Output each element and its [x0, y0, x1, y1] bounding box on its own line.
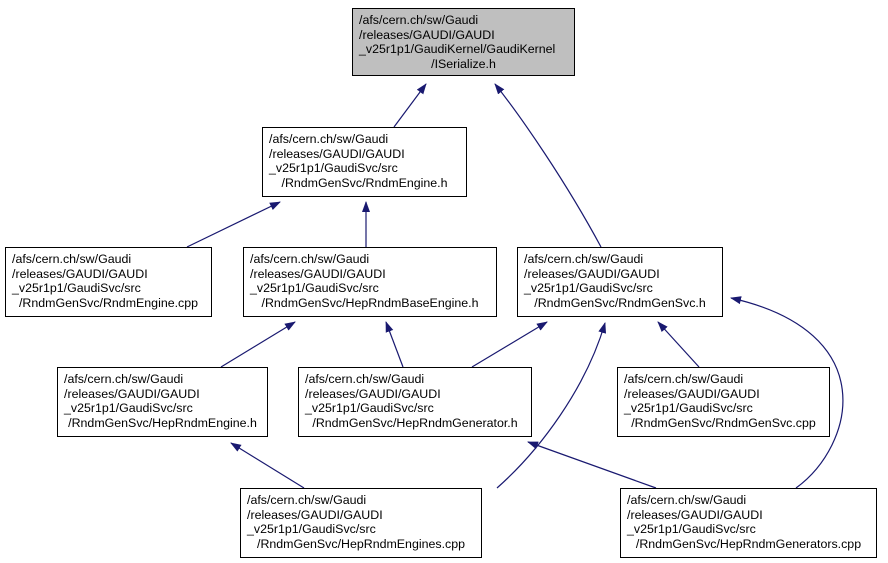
edge-rndmengine-h-to-iserialize-h [393, 83, 427, 128]
node-label-line: /RndmGenSvc/HepRndmGenerator.h [312, 415, 518, 430]
node-label-line: _v25r1p1/GaudiSvc/src [64, 401, 193, 416]
node-label-line: /afs/cern.ch/sw/Gaudi [624, 372, 744, 386]
node-label-line: /releases/GAUDI/GAUDI [247, 507, 383, 522]
node-label-line: /RndmGenSvc/HepRndmBaseEngine.h [261, 295, 479, 310]
node-label-line: /afs/cern.ch/sw/Gaudi [269, 132, 389, 146]
node-rndmengine-cpp[interactable]: /afs/cern.ch/sw/Gaudi/releases/GAUDI/GAU… [5, 247, 212, 317]
node-label-line: /RndmGenSvc/RndmEngine.cpp [18, 295, 199, 310]
node-label-line: /afs/cern.ch/sw/Gaudi [247, 493, 367, 507]
edge-rndmgensvc-cpp-to-rndmgensvc-h [657, 321, 700, 368]
edge-heprndmgenerators-cpp-to-heprndmgenerator-h [527, 441, 657, 489]
node-label-line: _v25r1p1/GaudiSvc/src [269, 161, 398, 176]
node-label-line: /afs/cern.ch/sw/Gaudi [250, 252, 370, 266]
node-label-line: /releases/GAUDI/GAUDI [305, 386, 441, 401]
node-label-line: /releases/GAUDI/GAUDI [624, 386, 760, 401]
node-label-line: /RndmGenSvc/RndmGenSvc.cpp [631, 415, 816, 430]
edge-heprndmengine-h-to-heprndmbaseengine-h [220, 321, 296, 368]
node-heprndmgenerator-h[interactable]: /afs/cern.ch/sw/Gaudi/releases/GAUDI/GAU… [298, 367, 532, 437]
node-label-line: /ISerialize.h [431, 56, 496, 71]
node-label-line: _v25r1p1/GaudiSvc/src [524, 281, 653, 296]
node-label-line: /releases/GAUDI/GAUDI [269, 146, 405, 161]
node-label-line: /RndmGenSvc/HepRndmGenerators.cpp [635, 536, 862, 551]
node-label-line: _v25r1p1/GaudiSvc/src [247, 522, 376, 537]
node-rndmgensvc-cpp[interactable]: /afs/cern.ch/sw/Gaudi/releases/GAUDI/GAU… [617, 367, 830, 437]
edge-rndmgensvc-h-to-iserialize-h [494, 83, 602, 248]
edge-heprndmgenerator-h-to-rndmgensvc-h [471, 321, 548, 368]
edge-heprndmengines-cpp-to-rndmgensvc-h [496, 322, 607, 489]
node-heprndmbaseengine-h[interactable]: /afs/cern.ch/sw/Gaudi/releases/GAUDI/GAU… [243, 247, 497, 317]
node-label-line: /RndmGenSvc/RndmEngine.h [281, 175, 448, 190]
node-rndmengine-h[interactable]: /afs/cern.ch/sw/Gaudi/releases/GAUDI/GAU… [262, 127, 467, 197]
node-label-line: /releases/GAUDI/GAUDI [627, 507, 763, 522]
node-label-line: /releases/GAUDI/GAUDI [12, 266, 148, 281]
node-heprndmgenerators-cpp[interactable]: /afs/cern.ch/sw/Gaudi/releases/GAUDI/GAU… [620, 488, 877, 558]
edges-group [186, 83, 844, 489]
node-label-line: _v25r1p1/GaudiSvc/src [250, 281, 379, 296]
node-rndmgensvc-h[interactable]: /afs/cern.ch/sw/Gaudi/releases/GAUDI/GAU… [517, 247, 723, 317]
node-label-line: /RndmGenSvc/HepRndmEngine.h [68, 415, 257, 430]
node-label-line: /afs/cern.ch/sw/Gaudi [627, 493, 747, 507]
node-iserialize-h: /afs/cern.ch/sw/Gaudi/releases/GAUDI/GAU… [352, 8, 575, 76]
node-label-line: /RndmGenSvc/RndmGenSvc.h [534, 295, 706, 310]
edge-heprndmgenerator-h-to-heprndmbaseengine-h [385, 321, 404, 368]
node-label-line: /afs/cern.ch/sw/Gaudi [305, 372, 425, 386]
edge-heprndmgenerators-cpp-to-rndmgensvc-h [730, 296, 844, 489]
node-label-line: /releases/GAUDI/GAUDI [64, 386, 200, 401]
node-label-line: /RndmGenSvc/HepRndmEngines.cpp [257, 536, 465, 551]
node-label-line: _v25r1p1/GaudiSvc/src [305, 401, 434, 416]
node-label-line: _v25r1p1/GaudiSvc/src [12, 281, 141, 296]
node-label-line: /afs/cern.ch/sw/Gaudi [12, 252, 132, 266]
node-label-line: /afs/cern.ch/sw/Gaudi [524, 252, 644, 266]
node-label-line: /releases/GAUDI/GAUDI [359, 27, 495, 42]
node-label-line: /releases/GAUDI/GAUDI [250, 266, 386, 281]
node-heprndmengine-h[interactable]: /afs/cern.ch/sw/Gaudi/releases/GAUDI/GAU… [57, 367, 268, 437]
node-label-line: /afs/cern.ch/sw/Gaudi [359, 13, 479, 27]
edge-rndmengine-cpp-to-rndmengine-h [186, 201, 281, 248]
node-label-line: /releases/GAUDI/GAUDI [524, 266, 660, 281]
edge-heprndmengines-cpp-to-heprndmengine-h [230, 442, 305, 489]
node-label-line: _v25r1p1/GaudiSvc/src [624, 401, 753, 416]
node-label-line: _v25r1p1/GaudiSvc/src [627, 522, 756, 537]
node-heprndmengines-cpp[interactable]: /afs/cern.ch/sw/Gaudi/releases/GAUDI/GAU… [240, 488, 482, 558]
node-label-line: _v25r1p1/GaudiKernel/GaudiKernel [359, 42, 556, 57]
node-label-line: /afs/cern.ch/sw/Gaudi [64, 372, 184, 386]
